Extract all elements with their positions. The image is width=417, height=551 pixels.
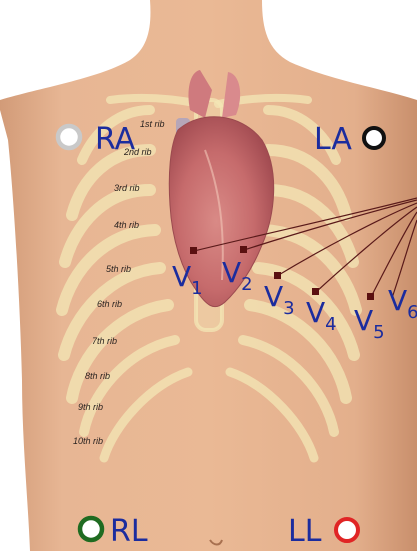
rib-label-4: 4th rib xyxy=(114,220,139,230)
electrode-la xyxy=(364,128,384,148)
electrode-rl xyxy=(80,518,102,540)
electrode-v3 xyxy=(274,272,281,279)
rib-label-8: 8th rib xyxy=(85,371,110,381)
electrode-v1 xyxy=(190,247,197,254)
electrode-v5 xyxy=(367,293,374,300)
rib-label-6: 6th rib xyxy=(97,299,122,309)
rib-label-1: 1st rib xyxy=(140,119,165,129)
rib-label-7: 7th rib xyxy=(92,336,117,346)
electrode-v2 xyxy=(240,246,247,253)
electrode-v4 xyxy=(312,288,319,295)
rib-label-10: 10th rib xyxy=(73,436,103,446)
lead-label-la: LA xyxy=(314,122,352,157)
lead-label-ra: RA xyxy=(95,122,136,157)
rib-label-3: 3rd rib xyxy=(114,183,140,193)
electrode-ll xyxy=(336,519,358,541)
rib-label-5: 5th rib xyxy=(106,264,131,274)
lead-label-ll: LL xyxy=(288,514,322,549)
electrode-ra xyxy=(58,126,80,148)
rib-label-9: 9th rib xyxy=(78,402,103,412)
lead-label-rl: RL xyxy=(110,514,148,549)
